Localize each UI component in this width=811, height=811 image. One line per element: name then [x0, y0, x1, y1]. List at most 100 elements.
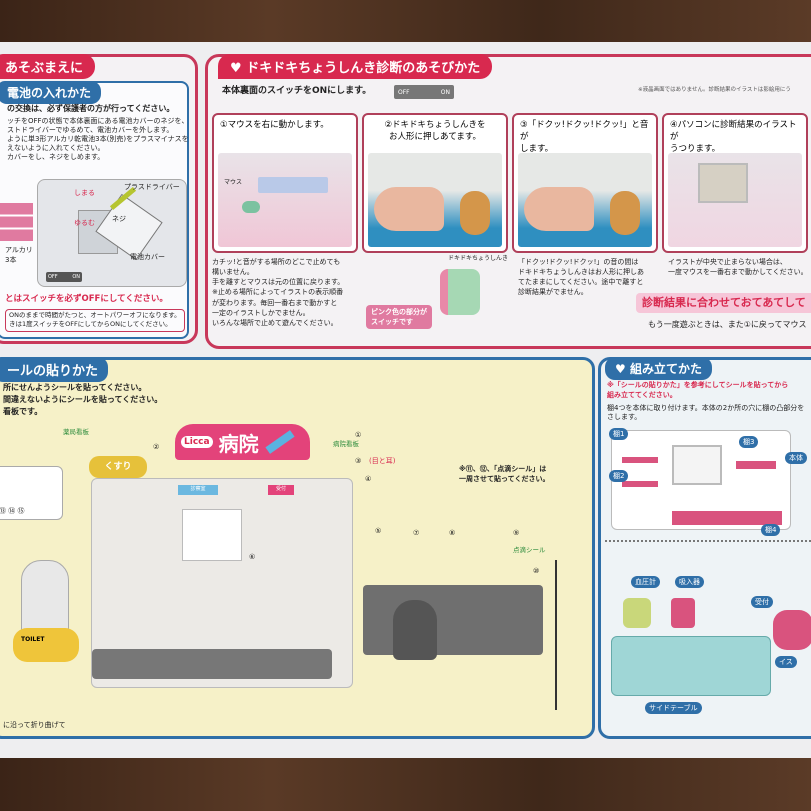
- shelf-note: 棚4つを本体に取り付けます。本体の2か所の穴に棚の凸部分をさします。: [607, 404, 805, 422]
- tighten-label: しまる: [74, 189, 95, 197]
- mouse-label: マウス: [224, 179, 243, 186]
- battery-panel: 電池の入れかた の交換は、必ず保護者の方が行ってください。 ッチをOFFの状態で…: [0, 81, 189, 339]
- shelf-4-illustration: [672, 511, 782, 525]
- doll-icon: [460, 191, 490, 235]
- toy-box-back: あそぶまえに 電池の入れかた の交換は、必ず保護者の方が行ってください。 ッチを…: [0, 42, 811, 758]
- howto-title-text: ドキドキちょうしんき診断のあそびかた: [246, 61, 481, 76]
- step-3-illustration: [518, 153, 652, 247]
- step-4-caption: ④パソコンに診断結果のイラストが うつります。: [670, 120, 797, 154]
- screw-label: ネジ: [112, 215, 126, 223]
- number-10: ⑩: [533, 567, 540, 575]
- tag-shelf-3: 棚3: [739, 436, 759, 448]
- battery-icons: [0, 203, 33, 241]
- switch-on: ON: [440, 88, 450, 96]
- licca-logo: Licca: [181, 436, 213, 448]
- heart-cross-icon: ♥: [615, 362, 630, 376]
- step-2-illustration: [368, 153, 502, 247]
- step-3: ③「ドクッ!ドクッ!ドクッ!」と音が します。: [512, 113, 658, 253]
- number-6: ⑥: [249, 553, 256, 561]
- wood-background-bottom: [0, 756, 811, 811]
- switch-bubble: ピンク色の部分が スイッチです: [366, 305, 432, 330]
- divider: [605, 540, 811, 542]
- toilet: [21, 560, 69, 640]
- battery-instructions: ッチをOFFの状態で本体裏面にある電池カバーのネジを、 ストドライバーでゆるめて…: [7, 117, 189, 162]
- hospital-playset: 診察室 受付: [91, 478, 353, 688]
- step-2-caption: ②ドキドキちょうしんきを お人形に押しあてます。: [384, 120, 486, 142]
- disclaimer: ※液晶画面ではありません。診断結果のイラストは影絵用にう: [638, 87, 791, 93]
- syringe-icon: [264, 430, 295, 454]
- before-play-panel: あそぶまえに 電池の入れかた の交換は、必ず保護者の方が行ってください。 ッチを…: [0, 54, 198, 344]
- pharmacy-sign-label: 薬局看板: [63, 428, 89, 436]
- switch-off: OFF: [398, 88, 410, 96]
- assembly-title-text: 組み立てかた: [629, 362, 702, 376]
- computer-monitor: [182, 509, 242, 561]
- desk: [363, 585, 543, 655]
- sticker-title: ールの貼りかた: [0, 357, 109, 382]
- battery-illustration: プラスドライバー しまる ゆるむ ネジ 電池カバー OFF ON: [37, 179, 187, 287]
- tag-chair: イス: [775, 656, 797, 668]
- heart-cross-icon: ♥: [230, 61, 247, 76]
- hand-icon: [374, 187, 444, 231]
- step-4-note: イラストが中央で止まらない場合は、 一度マウスを一番右まで動かしてください。: [668, 258, 808, 277]
- cover-label: 電池カバー: [130, 253, 165, 261]
- wood-background-top: [0, 0, 811, 44]
- loosen-label: ゆるむ: [74, 219, 95, 227]
- assembly-title: ♥ 組み立てかた: [605, 357, 712, 380]
- medicine-bottles: [0, 466, 63, 520]
- iv-note: ※⑪、⑫、「点滴シール」は 一周させて貼ってください。: [459, 465, 550, 484]
- reception-sign: 受付: [268, 485, 294, 495]
- keyboard-icon: [258, 177, 328, 193]
- number-7: ⑦: [413, 529, 420, 537]
- pharmacy-sign: くすり: [89, 456, 147, 478]
- power-switch: OFF ON: [46, 272, 82, 282]
- replay-note: もう一度遊ぶときは、また①に戻ってマウス: [648, 320, 807, 329]
- tag-body: 本体: [785, 452, 807, 464]
- assembly-panel: ♥ 組み立てかた ※「シールの貼りかた」を参考にしてシールを貼ってから 組み立て…: [598, 357, 811, 739]
- step-3-note: 「ドクッ!ドクッ!ドクッ!」の音の間は ドキドキちょうしんきはお人形に押しあ て…: [518, 258, 644, 297]
- tag-shelf-1: 棚1: [609, 428, 629, 440]
- tag-blood-pressure: 血圧計: [631, 576, 660, 588]
- treatment-banner: 診断結果に合わせておてあてして: [636, 293, 811, 313]
- step-4-illustration: [668, 153, 802, 247]
- howto-title: ♥ ドキドキちょうしんき診断のあそびかた: [218, 54, 493, 79]
- fold-note: に沿って折り曲げて: [3, 721, 66, 729]
- number-5: ⑤: [375, 527, 382, 535]
- shelf-diagram: [611, 430, 791, 530]
- battery-title: 電池の入れかた: [0, 81, 102, 104]
- hand-icon: [524, 187, 594, 231]
- chair-illustration: [773, 610, 811, 650]
- blood-pressure-meter: [623, 598, 651, 628]
- iv-sticker-label: 点滴シール: [513, 546, 546, 554]
- stethoscope-label: ドキドキちょうしんき: [448, 255, 509, 262]
- switch-off-warning: とはスイッチを必ずOFFにしてください。: [5, 294, 168, 304]
- computer-screen-icon: [698, 163, 748, 203]
- battery-warning: の交換は、必ず保護者の方が行ってください。: [7, 104, 175, 113]
- howto-panel: ♥ ドキドキちょうしんき診断のあそびかた 本体裏面のスイッチをONにします。 O…: [205, 54, 811, 349]
- number-14: ⑭: [8, 507, 16, 515]
- shelf-3-illustration: [736, 461, 776, 469]
- bench: [92, 649, 332, 679]
- number-9: ⑨: [513, 529, 520, 537]
- inhaler: [671, 598, 695, 628]
- tag-shelf-2: 棚2: [609, 470, 629, 482]
- switch-on-label: ON: [72, 274, 80, 280]
- before-play-title: あそぶまえに: [0, 54, 96, 79]
- chair: [393, 600, 437, 660]
- bottle-numbers: ⑬ ⑭ ⑮: [0, 506, 24, 516]
- tag-side-table: サイドテーブル: [645, 702, 702, 714]
- number-8: ⑧: [449, 529, 456, 537]
- sticker-line-1: 所にせんようシールを貼ってください。: [3, 383, 147, 392]
- tag-shelf-4: 棚4: [761, 524, 781, 536]
- shelf-1-illustration: [622, 457, 658, 463]
- side-table: [611, 636, 771, 696]
- consult-sign: 診察室: [178, 485, 218, 495]
- step-3-caption: ③「ドクッ!ドクッ!ドクッ!」と音が します。: [520, 120, 649, 154]
- driver-label: プラスドライバー: [124, 183, 180, 191]
- switch-off-label: OFF: [48, 274, 58, 280]
- stethoscope-icon: [440, 269, 480, 315]
- auto-power-note: ONのままで時間がたつと、オートパワーオフになります。 きは1度スイッチをOFF…: [5, 309, 185, 332]
- number-3: ③: [355, 457, 362, 465]
- switch-diagram: OFF ON: [394, 85, 454, 99]
- sticker-line-2: 間違えないようにシールを貼ってください。: [3, 395, 163, 404]
